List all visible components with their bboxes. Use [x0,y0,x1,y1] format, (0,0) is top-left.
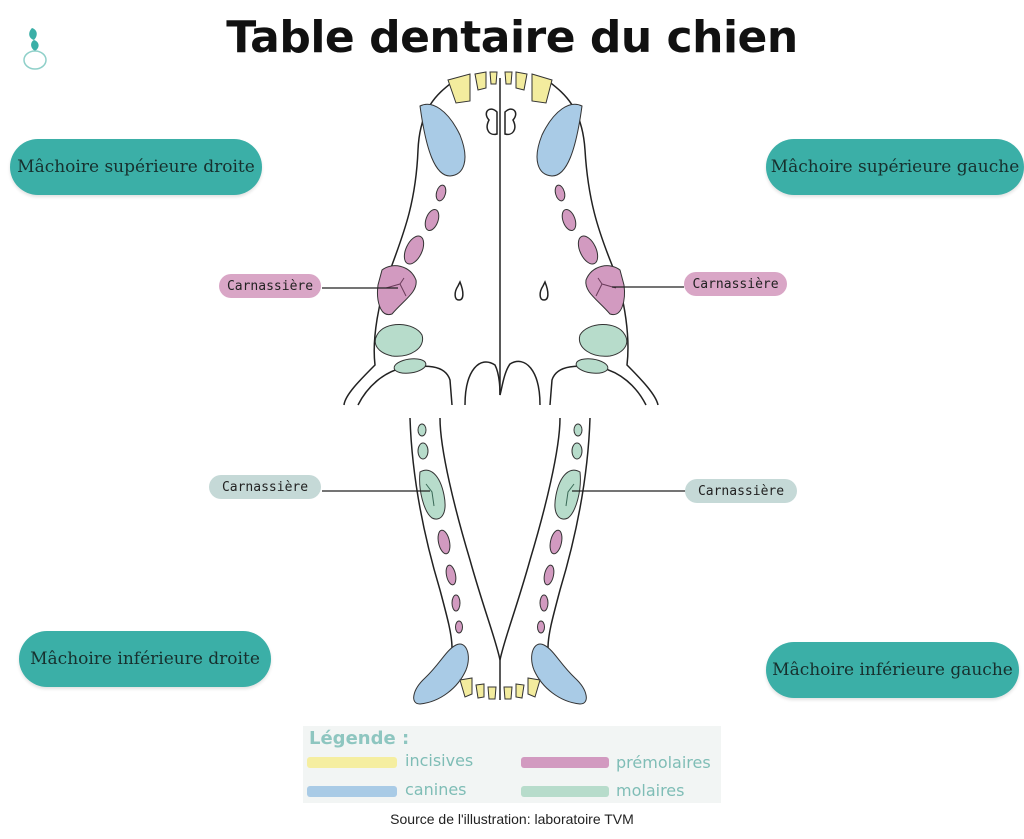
legend: Légende : incisives prémolaires canines … [303,726,721,803]
lower-right-carnassial-tag: Carnassière [209,475,321,499]
lower-molars [417,423,583,520]
legend-swatch-premolaires [521,757,609,768]
upper-premolars [377,184,625,316]
lower-carnassial-marks [425,483,575,507]
legend-swatch-molaires [521,786,609,797]
upper-left-jaw-label: Mâchoire supérieure gauche [766,139,1024,195]
upper-right-jaw-label: Mâchoire supérieure droite [10,139,262,195]
lower-premolars [437,529,563,634]
upper-incisors [447,71,553,104]
lower-jaw [409,417,591,700]
legend-label-incisives: incisives [405,751,474,770]
legend-label-canines: canines [405,780,467,799]
legend-label-premolaires: prémolaires [616,753,711,772]
upper-canines [419,103,583,177]
legend-title: Légende : [309,728,410,749]
carnassial-pointer-lines [322,286,686,492]
legend-swatch-incisives [307,757,397,768]
legend-swatch-canines [307,786,397,797]
legend-label-molaires: molaires [616,781,685,800]
page-title: Table dentaire du chien [226,12,798,63]
source-credit: Source de l'illustration: laboratoire TV… [390,811,634,827]
upper-carnassial-marks [385,277,617,297]
lower-incisors [459,677,541,700]
upper-left-carnassial-tag: Carnassière [684,272,787,296]
upper-right-carnassial-tag: Carnassière [219,274,321,298]
lower-canines [413,643,587,705]
lower-right-jaw-label: Mâchoire inférieure droite [19,631,271,687]
logo-icon [23,28,47,70]
lower-left-jaw-label: Mâchoire inférieure gauche [766,642,1019,698]
upper-molars [374,324,628,374]
lower-left-carnassial-tag: Carnassière [685,479,797,503]
